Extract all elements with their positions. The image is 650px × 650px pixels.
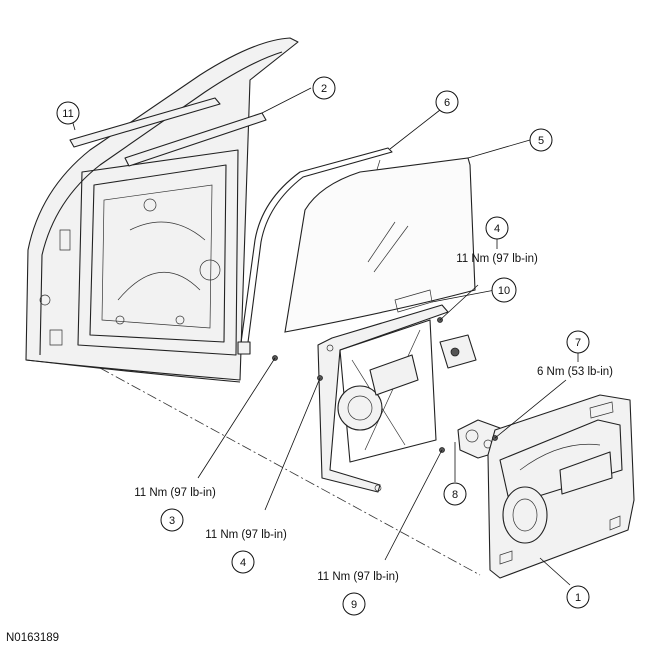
callout-4-lower: 11 Nm (97 lb-in) 4 (205, 529, 287, 574)
figure-id: N0163189 (6, 632, 59, 644)
torque-label-4-upper: 11 Nm (97 lb-in) (456, 253, 538, 265)
part-10-window-regulator (317, 289, 477, 493)
callout-7-number: 7 (575, 337, 581, 349)
callout-1-number: 1 (575, 592, 581, 604)
callout-5-number: 5 (538, 135, 544, 147)
callout-6-number: 6 (444, 97, 450, 109)
callout-6: 6 (435, 90, 459, 114)
alignment-axis (99, 367, 481, 576)
part-1-door-trim-panel (487, 394, 635, 579)
door-shell (25, 37, 299, 383)
callout-4-upper: 4 11 Nm (97 lb-in) (456, 216, 538, 265)
callout-9-number: 9 (351, 599, 357, 611)
callout-9: 11 Nm (97 lb-in) 9 (317, 571, 399, 616)
callout-5: 5 (529, 128, 553, 152)
torque-label-9: 11 Nm (97 lb-in) (317, 571, 399, 583)
callout-4-upper-number: 4 (494, 223, 500, 235)
torque-label-4-lower: 11 Nm (97 lb-in) (205, 529, 287, 541)
callout-10-number: 10 (498, 285, 510, 297)
callout-8-number: 8 (452, 489, 458, 501)
callout-11: 11 (56, 101, 80, 125)
torque-label-3: 11 Nm (97 lb-in) (134, 487, 216, 499)
callout-4-lower-number: 4 (240, 557, 246, 569)
part-2-inner-beltline-strip (124, 112, 267, 167)
callout-10: 10 (491, 277, 517, 303)
callout-3: 11 Nm (97 lb-in) 3 (134, 487, 216, 532)
part-11-outer-beltline-strip (69, 97, 221, 148)
callout-2-number: 2 (321, 83, 327, 95)
leader-lines (69, 87, 571, 586)
callout-11-number: 11 (62, 108, 73, 120)
callout-1: 1 (566, 585, 590, 609)
part-5-window-glass (284, 157, 476, 333)
torque-label-7: 6 Nm (53 lb-in) (537, 366, 613, 378)
callout-7: 7 6 Nm (53 lb-in) (537, 330, 613, 378)
callout-3-number: 3 (169, 515, 175, 527)
callout-8: 8 (443, 482, 467, 506)
callout-2: 2 (312, 76, 336, 100)
